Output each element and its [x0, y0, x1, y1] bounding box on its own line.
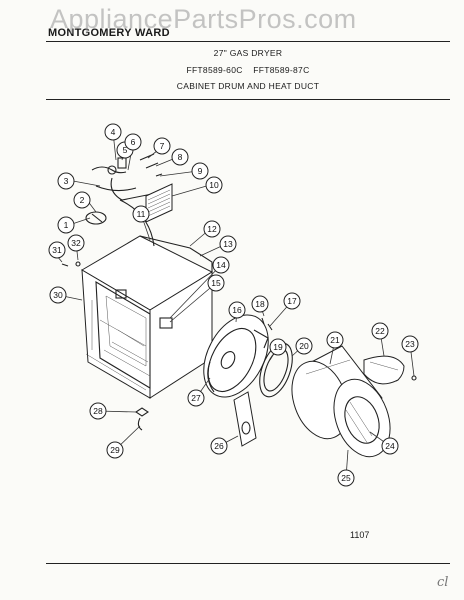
svg-text:10: 10	[209, 180, 219, 190]
svg-text:20: 20	[299, 341, 309, 351]
vent-panel-part	[145, 183, 173, 223]
brand-name: MONTGOMERY WARD	[48, 27, 170, 39]
svg-text:13: 13	[223, 239, 233, 249]
callout-30: 30	[49, 286, 67, 304]
callout-17: 17	[283, 292, 301, 310]
page-number: 1107	[350, 530, 370, 540]
callout-29: 29	[106, 441, 124, 459]
header-rule-bottom	[46, 99, 450, 100]
svg-text:25: 25	[341, 473, 351, 483]
svg-text:21: 21	[330, 335, 340, 345]
baffle-part	[363, 355, 405, 385]
watermark: AppliancePartsPros.com	[50, 4, 357, 34]
svg-text:24: 24	[385, 441, 395, 451]
callout-24: 24	[381, 437, 399, 455]
callout-3: 3	[57, 172, 75, 190]
svg-text:9: 9	[198, 166, 203, 176]
heat-duct-part	[233, 391, 257, 447]
section-title: CABINET DRUM AND HEAT DUCT	[176, 81, 320, 91]
svg-text:8: 8	[178, 152, 183, 162]
top-bracket-part	[91, 157, 155, 247]
appliance-title: 27" GAS DRYER	[213, 48, 283, 58]
callout-10: 10	[205, 176, 223, 194]
callout-2: 2	[73, 191, 91, 209]
svg-text:1: 1	[64, 220, 69, 230]
svg-text:7: 7	[160, 141, 165, 151]
callout-31: 31	[48, 241, 66, 259]
callout-22: 22	[371, 322, 389, 340]
svg-text:14: 14	[216, 260, 226, 270]
svg-text:3: 3	[64, 176, 69, 186]
door-bracket-part	[135, 407, 149, 431]
svg-text:26: 26	[214, 441, 224, 451]
callout-15: 15	[207, 274, 225, 292]
svg-text:29: 29	[110, 445, 120, 455]
svg-text:6: 6	[131, 137, 136, 147]
callout-19: 19	[269, 338, 287, 356]
callout-27: 27	[187, 389, 205, 407]
svg-text:30: 30	[53, 290, 63, 300]
svg-text:32: 32	[71, 238, 81, 248]
svg-text:18: 18	[255, 299, 265, 309]
callout-6: 6	[124, 133, 142, 151]
svg-text:4: 4	[111, 127, 116, 137]
svg-text:19: 19	[273, 342, 283, 352]
svg-text:17: 17	[287, 296, 297, 306]
footer-rule	[46, 563, 450, 564]
svg-text:23: 23	[405, 339, 415, 349]
svg-text:16: 16	[232, 305, 242, 315]
svg-text:28: 28	[93, 406, 103, 416]
callout-7: 7	[153, 137, 171, 155]
cabinet-part	[81, 235, 214, 399]
svg-text:5: 5	[123, 145, 128, 155]
callout-28: 28	[89, 402, 107, 420]
callout-4: 4	[104, 123, 122, 141]
rear-bulkhead-part	[203, 314, 269, 398]
callout-32: 32	[67, 234, 85, 252]
svg-text:31: 31	[52, 245, 62, 255]
svg-text:22: 22	[375, 326, 385, 336]
callout-25: 25	[337, 469, 355, 487]
callout-23: 23	[401, 335, 419, 353]
svg-text:2: 2	[80, 195, 85, 205]
callout-12: 12	[203, 220, 221, 238]
callout-26: 26	[210, 437, 228, 455]
heat-shield-part	[207, 361, 215, 393]
screws-part	[61, 261, 417, 381]
header-rule-top	[46, 41, 450, 42]
callout-11: 11	[132, 205, 150, 223]
model-numbers: FFT8589-60C FFT8589-87C	[186, 65, 310, 75]
drum-part	[291, 345, 391, 458]
svg-text:27: 27	[191, 393, 201, 403]
callout-8: 8	[171, 148, 189, 166]
callout-20: 20	[295, 337, 313, 355]
callout-16: 16	[228, 301, 246, 319]
corner-mark: cl	[437, 575, 449, 590]
svg-text:15: 15	[211, 278, 221, 288]
callout-13: 13	[219, 235, 237, 253]
svg-text:11: 11	[137, 209, 146, 219]
callout-1: 1	[57, 216, 75, 234]
svg-text:12: 12	[207, 224, 217, 234]
callout-18: 18	[251, 295, 269, 313]
callout-9: 9	[191, 162, 209, 180]
callout-14: 14	[212, 256, 230, 274]
callout-21: 21	[326, 331, 344, 349]
